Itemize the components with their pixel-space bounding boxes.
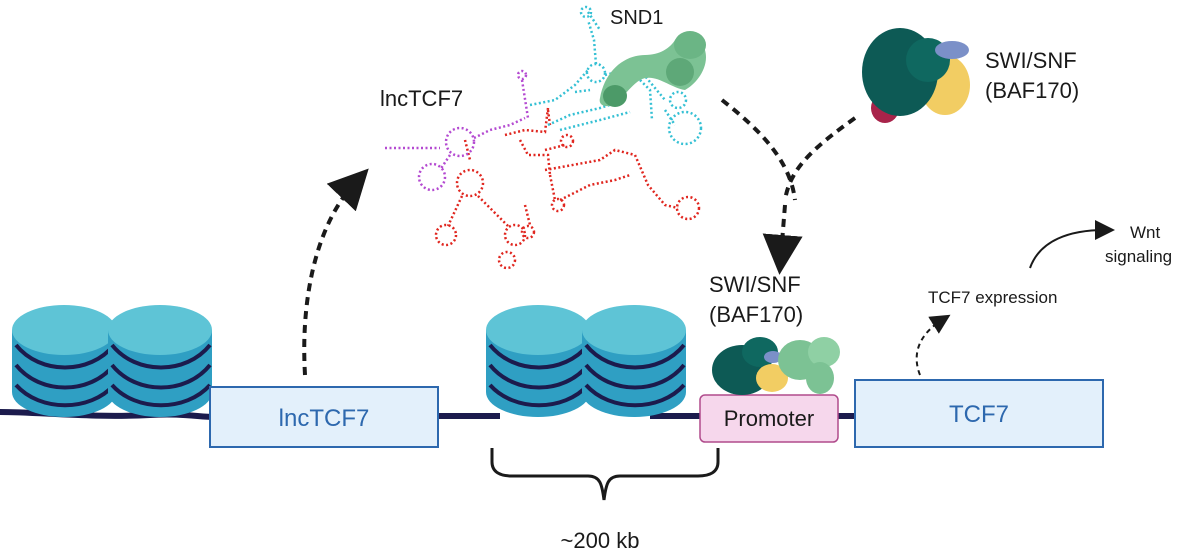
arrow-lnctcf7-transcription: [302, 168, 369, 376]
nucleosome-middle-2: [582, 305, 686, 417]
tcf7-gene-label: TCF7: [949, 401, 1009, 428]
swisnf-complex-top: [862, 28, 970, 123]
snd1-label: SND1: [610, 7, 663, 29]
dna-strand: [0, 409, 855, 420]
distance-label: ~200 kb: [561, 528, 640, 553]
swisnf-complex-promoter: [712, 337, 840, 395]
tcf7-expression-label: TCF7 expression: [928, 288, 1057, 307]
swisnf-promoter-label-line1: SWI/SNF: [709, 272, 801, 297]
wnt-label-line2: signaling: [1105, 247, 1172, 266]
lnctcf7-gene-box: lncTCF7: [209, 386, 439, 448]
rna-purple-domain: [385, 69, 530, 192]
swisnf-top-label-line1: SWI/SNF: [985, 48, 1077, 73]
rna-red-domain: [434, 107, 701, 270]
wnt-label-line1: Wnt: [1130, 223, 1161, 242]
swisnf-promoter-label-line2: (BAF170): [709, 302, 803, 327]
lnctcf7-gene-label: lncTCF7: [279, 405, 370, 432]
distance-brace: [490, 448, 720, 501]
swisnf-top-label-line2: (BAF170): [985, 78, 1079, 103]
promoter-label: Promoter: [724, 406, 814, 431]
arrow-wnt-signaling: [1029, 220, 1115, 269]
arrow-rna-to-promoter: [720, 98, 857, 275]
nucleosome-middle-1: [486, 305, 590, 417]
nucleosome-left-1: [12, 305, 116, 417]
promoter-box: Promoter: [699, 394, 839, 443]
tcf7-gene-box: TCF7: [854, 379, 1104, 448]
lnctcf7-rna-label: lncTCF7: [380, 86, 463, 111]
nucleosome-left-2: [108, 305, 212, 417]
snd1-protein: [599, 31, 706, 107]
rna-cyan-domain: [529, 5, 703, 146]
arrow-tcf7-expression: [915, 314, 951, 376]
